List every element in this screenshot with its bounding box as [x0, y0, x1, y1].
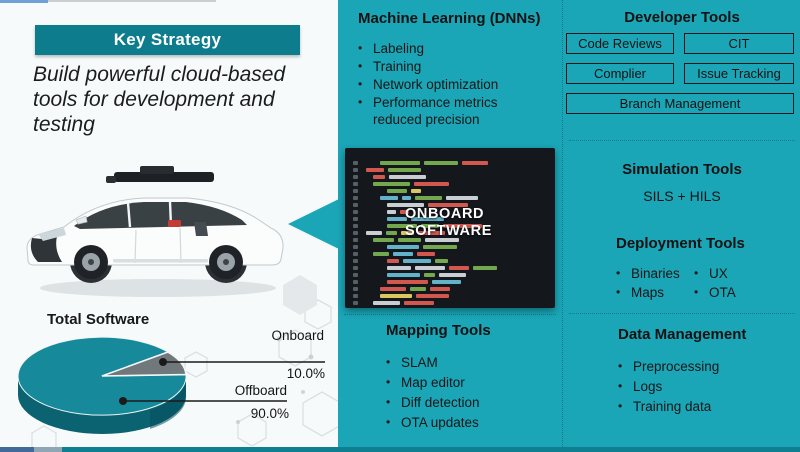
list-item: •UX	[694, 266, 728, 281]
right-column: Developer Tools Code Reviews CIT Complie…	[562, 0, 800, 447]
pie-label-offboard: Offboard	[234, 383, 287, 398]
left-panel: Key Strategy Build powerful cloud-based …	[0, 0, 345, 447]
pie-value-offboard: 90.0%	[250, 406, 289, 421]
bullet-icon: •	[386, 375, 391, 389]
simulation-tools-subtitle: SILS + HILS	[643, 188, 721, 204]
deployment-tools-section: Deployment Tools •Binaries •Maps •UX •OT…	[616, 235, 796, 304]
data-management-section: Data Management •Preprocessing •Logs •Tr…	[618, 326, 793, 419]
list-item: •Training	[358, 59, 422, 74]
bullet-icon: •	[618, 399, 623, 413]
bottom-edge-strip	[0, 447, 800, 452]
callout-arrow	[288, 196, 345, 252]
bullet-icon: •	[694, 266, 699, 280]
simulation-tools-section: Simulation Tools SILS + HILS	[563, 161, 800, 204]
bullet-icon: •	[618, 359, 623, 373]
bullet-icon: •	[358, 77, 363, 91]
list-item: •Performance metrics reduced precision	[358, 95, 498, 127]
deployment-list-col1: •Binaries •Maps	[616, 266, 694, 304]
simulation-tools-title: Simulation Tools	[622, 161, 742, 178]
bullet-icon: •	[358, 95, 363, 109]
bullet-icon: •	[386, 355, 391, 369]
pie-value-onboard: 10.0%	[286, 366, 325, 381]
section-divider	[569, 313, 795, 314]
pie-chart-title: Total Software	[47, 311, 150, 328]
section-divider	[344, 314, 556, 315]
data-management-list: •Preprocessing •Logs •Training data	[618, 359, 793, 414]
top-edge-strip	[0, 0, 48, 3]
deployment-list-col2: •UX •OTA	[694, 266, 772, 304]
tool-box-branch-management: Branch Management	[566, 93, 794, 114]
deployment-tools-title: Deployment Tools	[616, 235, 745, 252]
code-lines-decoration	[353, 154, 551, 305]
bullet-icon: •	[694, 285, 699, 299]
tool-box-cit: CIT	[684, 33, 794, 54]
developer-tools-title: Developer Tools	[624, 9, 740, 26]
bullet-icon: •	[616, 285, 621, 299]
machine-learning-list: •Labeling •Training •Network optimizatio…	[358, 40, 554, 128]
list-item: •Map editor	[386, 375, 465, 390]
strategy-headline: Build powerful cloud-based tools for dev…	[33, 63, 286, 136]
key-strategy-banner: Key Strategy	[35, 25, 300, 55]
list-item: •Labeling	[358, 41, 425, 56]
tool-box-complier: Complier	[566, 63, 674, 84]
top-edge-strip-gray	[48, 0, 216, 2]
mapping-tools-section: Mapping Tools •SLAM •Map editor •Diff de…	[386, 322, 556, 435]
list-item: •Diff detection	[386, 395, 480, 410]
mapping-tools-title: Mapping Tools	[386, 322, 491, 339]
code-screenshot-image: ONBOARD SOFTWARE	[345, 148, 555, 308]
list-item: •OTA	[694, 285, 736, 300]
total-software-pie-chart: Onboard 10.0% Offboard 90.0%	[0, 322, 338, 444]
bullet-icon: •	[616, 266, 621, 280]
pie-label-onboard: Onboard	[271, 328, 324, 343]
list-item: •Training data	[618, 399, 712, 414]
onboard-software-label: ONBOARD SOFTWARE	[405, 206, 492, 239]
developer-tools-section: Developer Tools	[563, 9, 800, 26]
developer-tools-grid: Code Reviews CIT Complier Issue Tracking…	[566, 33, 797, 114]
front-wheel	[74, 245, 108, 279]
bullet-icon: •	[358, 59, 363, 73]
list-item: •OTA updates	[386, 415, 479, 430]
list-item: •Logs	[618, 379, 663, 394]
data-management-title: Data Management	[618, 326, 747, 343]
list-item: •Preprocessing	[618, 359, 720, 374]
list-item: •Network optimization	[358, 77, 499, 92]
section-divider	[569, 140, 795, 141]
bullet-icon: •	[386, 415, 391, 429]
rear-wheel	[209, 245, 243, 279]
tool-box-issue-tracking: Issue Tracking	[684, 63, 794, 84]
middle-column: Machine Learning (DNNs) •Labeling •Train…	[338, 0, 562, 447]
mapping-tools-list: •SLAM •Map editor •Diff detection •OTA u…	[386, 355, 556, 430]
autonomous-car-image	[18, 160, 296, 302]
list-item: •Maps	[616, 285, 665, 300]
bullet-icon: •	[358, 41, 363, 55]
key-strategy-label: Key Strategy	[113, 30, 222, 49]
machine-learning-section: Machine Learning (DNNs) •Labeling •Train…	[358, 10, 554, 129]
list-item: •Binaries	[616, 266, 680, 281]
tool-box-code-reviews: Code Reviews	[566, 33, 674, 54]
machine-learning-title: Machine Learning (DNNs)	[358, 10, 541, 27]
bullet-icon: •	[618, 379, 623, 393]
bullet-icon: •	[386, 395, 391, 409]
list-item: •SLAM	[386, 355, 438, 370]
